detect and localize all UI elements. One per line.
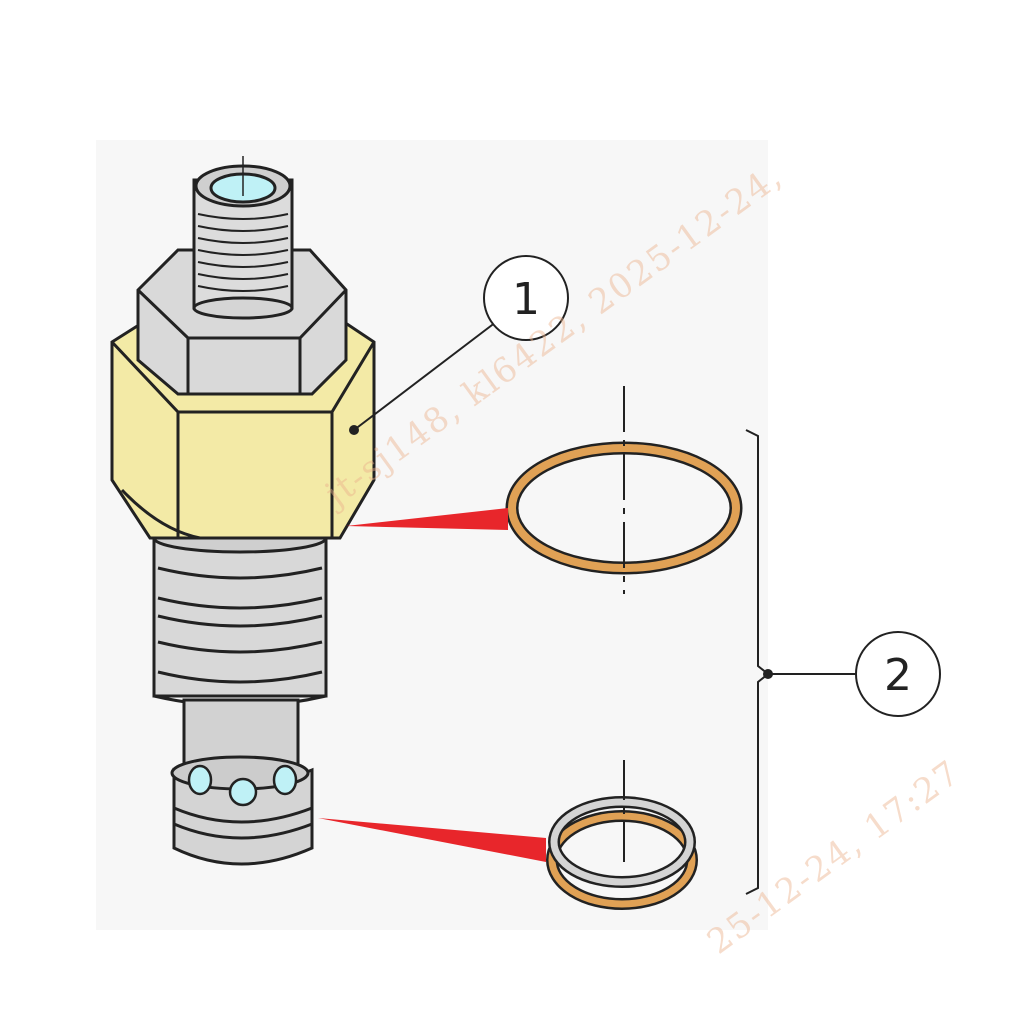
callout-1: 1	[483, 255, 569, 341]
leader-dot-1	[349, 425, 359, 435]
ring-set-bracket	[745, 429, 770, 895]
small-ring-pair	[546, 760, 698, 910]
port-hole	[272, 764, 298, 796]
pointer-wedge-upper	[346, 508, 508, 530]
lower-cartridge	[152, 522, 328, 866]
callout-1-label: 1	[512, 274, 540, 325]
port-hole	[187, 764, 213, 796]
cartridge-ports	[187, 764, 298, 807]
threaded-stem	[192, 156, 294, 320]
large-o-ring	[505, 386, 743, 594]
pointer-wedge-lower	[318, 818, 546, 862]
callout-2: 2	[855, 631, 941, 717]
leader-dot-2	[763, 669, 773, 679]
callout-2-label: 2	[884, 650, 912, 701]
port-hole	[228, 777, 258, 807]
leader-line-1	[353, 321, 497, 431]
